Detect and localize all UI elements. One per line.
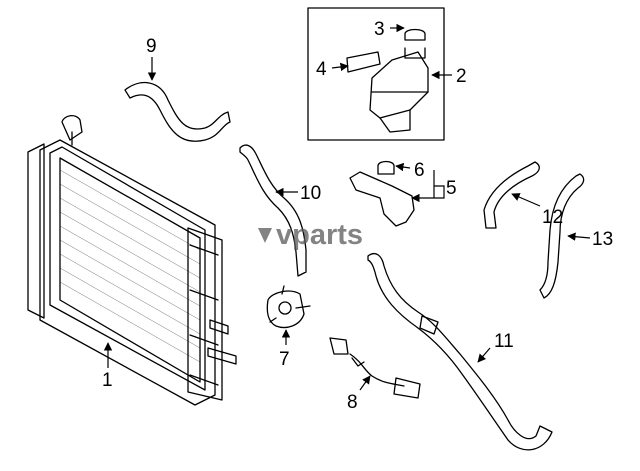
leader-lines bbox=[103, 23, 591, 391]
bracket-assembly bbox=[349, 160, 415, 227]
callout-2: 2 bbox=[456, 66, 467, 87]
water-pump bbox=[266, 285, 311, 329]
watermark-mark-icon bbox=[258, 228, 272, 243]
wire-harness bbox=[329, 337, 421, 399]
callout-6: 6 bbox=[414, 160, 425, 181]
callout-10: 10 bbox=[300, 183, 321, 204]
callout-labels: 1 2 3 4 5 6 7 8 9 10 11 12 13 bbox=[102, 19, 613, 413]
reservoir-cap bbox=[404, 28, 426, 41]
hose-10 bbox=[239, 144, 307, 277]
callout-9: 9 bbox=[146, 36, 157, 57]
hose-13 bbox=[539, 173, 585, 299]
callout-5: 5 bbox=[446, 178, 457, 199]
radiator bbox=[27, 115, 237, 406]
callout-11: 11 bbox=[494, 331, 514, 352]
watermark-logo: vparts bbox=[258, 219, 363, 251]
watermark-text: vparts bbox=[276, 219, 363, 251]
hose-9 bbox=[124, 81, 231, 142]
hose-12 bbox=[483, 161, 540, 229]
hose-11 bbox=[367, 252, 553, 451]
callout-1: 1 bbox=[102, 370, 113, 391]
callout-7: 7 bbox=[279, 349, 290, 370]
callout-13: 13 bbox=[592, 229, 613, 250]
reservoir-label bbox=[346, 51, 381, 73]
callout-12: 12 bbox=[542, 207, 563, 228]
callout-3: 3 bbox=[374, 19, 385, 40]
callout-4: 4 bbox=[316, 59, 327, 80]
reservoir-assembly bbox=[307, 7, 445, 141]
callout-8: 8 bbox=[347, 392, 358, 413]
